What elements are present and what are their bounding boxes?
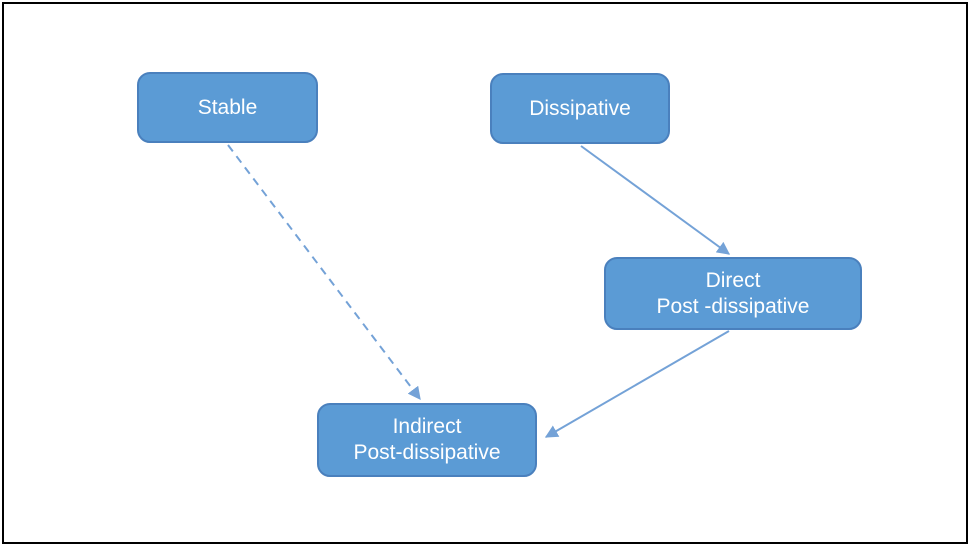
- edge-direct-to-indirect: [544, 330, 730, 438]
- node-direct-label-line2: Post -dissipative: [656, 294, 810, 318]
- node-dissipative-label: Dissipative: [529, 96, 631, 120]
- node-stable: Stable: [137, 72, 318, 143]
- node-indirect-post-dissipative: Indirect Post-dissipative: [317, 403, 537, 477]
- node-stable-label: Stable: [197, 95, 258, 119]
- edge-stable-to-indirect: [227, 144, 421, 401]
- node-direct-post-dissipative: Direct Post -dissipative: [604, 257, 862, 330]
- node-dissipative: Dissipative: [490, 73, 670, 144]
- edge-dissipative-to-direct: [580, 145, 731, 255]
- node-indirect-label-line2: Post-dissipative: [353, 441, 501, 464]
- node-direct-label-line1: Direct: [705, 268, 761, 292]
- node-indirect-label-line1: Indirect: [392, 415, 462, 438]
